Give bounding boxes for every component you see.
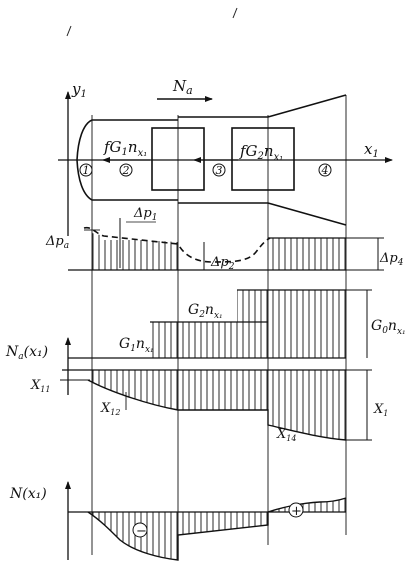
weight-step-4 (268, 290, 346, 358)
x14-sub: 14 (286, 434, 296, 443)
g1n-n: n (136, 336, 145, 352)
y1-axis-label-sub: 1 (80, 89, 86, 100)
x12-sub: 12 (110, 408, 120, 417)
svg-text:G2nx₁: G2nx₁ (188, 302, 223, 321)
na-x1-arg: (x₁) (24, 344, 48, 360)
g2n-sub: 2 (198, 310, 205, 320)
n-x1-positive-area (268, 498, 346, 512)
section-markers: 1 2 3 4 (79, 163, 332, 177)
friction-force-2: fG2nx₁ (193, 142, 283, 163)
svg-text:X14: X14 (276, 427, 296, 443)
delta-pa-label: Δp (45, 234, 64, 249)
weight-step-2 (178, 322, 268, 358)
g1n-sub: 1 (130, 344, 136, 354)
na-x1-curve (87, 379, 347, 441)
friction-1-n: n (128, 138, 138, 156)
weight-step-3 (237, 290, 268, 322)
hull-top-3 (267, 94, 347, 118)
g0n-sub: 0 (382, 326, 388, 336)
n-x1-negative-curve (87, 511, 269, 561)
nose-bottom (76, 159, 93, 201)
x1-sub: 1 (383, 409, 388, 418)
svg-text:X12: X12 (100, 401, 120, 417)
x14-label: X (276, 427, 287, 442)
minus-sign: − (136, 524, 147, 539)
friction-2-label: fG (239, 142, 258, 160)
friction-1-nsub: x₁ (138, 148, 148, 159)
svg-text:X1: X1 (373, 402, 388, 418)
friction-2-nsub: x₁ (274, 152, 284, 163)
weight-step-1 (150, 322, 178, 358)
friction-2-n: n (264, 142, 274, 160)
section-2-marker: 2 (122, 164, 130, 177)
friction-1-sub: 1 (122, 147, 128, 158)
stray-mark (232, 7, 238, 19)
svg-text:X11: X11 (30, 378, 50, 394)
g2n-label: G (188, 302, 199, 318)
plus-sign: + (291, 504, 302, 519)
delta-p2-label: Δp (210, 255, 229, 270)
pressure-hatch-right (268, 238, 346, 270)
na-label: N (172, 77, 187, 95)
delta-pa-sub: a (64, 241, 69, 251)
na-arrow-group: Na (157, 77, 213, 102)
svg-text:Na: Na (172, 77, 193, 97)
friction-1-label: fG (103, 138, 122, 156)
n-x1-positive-curve (267, 497, 347, 513)
g0n-label: G (371, 318, 382, 334)
svg-text:Δp1: Δp1 (133, 206, 157, 223)
n-x1-diagram: N(x₁) − + (9, 481, 347, 561)
g1n-label: G (119, 336, 130, 352)
pressure-hatch-left (88, 232, 178, 270)
section-3-marker: 3 (216, 164, 223, 177)
g1n-nsub: x₁ (145, 345, 154, 355)
svg-text:fG1nx₁: fG1nx₁ (103, 138, 147, 159)
y1-axis-label: y (71, 80, 81, 98)
n-x1-label: N(x₁) (9, 486, 47, 502)
stray-mark (66, 25, 72, 37)
svg-text:fG2nx₁: fG2nx₁ (239, 142, 283, 163)
x1-label: X (373, 402, 384, 417)
delta-p2-sub: 2 (228, 262, 235, 272)
delta-p1-label: Δp (133, 206, 152, 221)
svg-text:Δpa: Δpa (45, 234, 69, 251)
pressure-diagram: Δpa Δp1 Δp2 Δp4 (45, 206, 404, 272)
na-label-sub: a (186, 84, 193, 97)
svg-text:G0nx₁: G0nx₁ (371, 318, 406, 337)
x1-axis-label-sub: 1 (372, 149, 378, 160)
nose-top (76, 119, 93, 161)
friction-2-sub: 2 (257, 151, 264, 162)
weight-diagram: G2nx₁ G1nx₁ G0nx₁ (68, 289, 406, 359)
cargo-box-2 (231, 127, 295, 191)
na-x1-area (88, 370, 346, 440)
delta-p4-sub: 4 (397, 258, 404, 268)
delta-p1-sub: 1 (152, 213, 158, 223)
pressure-dashed-curve (83, 226, 271, 263)
x11-sub: 11 (40, 385, 50, 394)
x11-label: X (30, 378, 41, 393)
g0n-nsub: x₁ (397, 327, 406, 337)
na-x1-sub: a (18, 352, 23, 362)
g2n-n: n (205, 302, 214, 318)
body-outline (76, 94, 347, 226)
friction-force-1: fG1nx₁ (102, 138, 150, 163)
g2n-nsub: x₁ (214, 311, 223, 321)
svg-text:x1: x1 (364, 140, 379, 160)
svg-text:Na(x₁): Na(x₁) (5, 344, 48, 362)
svg-text:y1: y1 (71, 80, 87, 100)
svg-text:Δp4: Δp4 (379, 251, 404, 268)
delta-p4-label: Δp (379, 251, 398, 266)
section-1-marker: 1 (83, 164, 90, 177)
x12-label: X (100, 401, 111, 416)
svg-text:Δp2: Δp2 (210, 255, 235, 272)
svg-text:G1nx₁: G1nx₁ (119, 336, 154, 355)
na-x1-diagram: Na(x₁) X11 X12 X14 X1 (5, 337, 388, 443)
na-x1-label: N (5, 344, 19, 360)
cargo-box-1 (151, 127, 205, 191)
x1-axis-label: x (364, 140, 373, 158)
hull-bottom-3 (267, 202, 347, 226)
section-4-marker: 4 (321, 164, 329, 177)
g0n-n: n (388, 318, 397, 334)
